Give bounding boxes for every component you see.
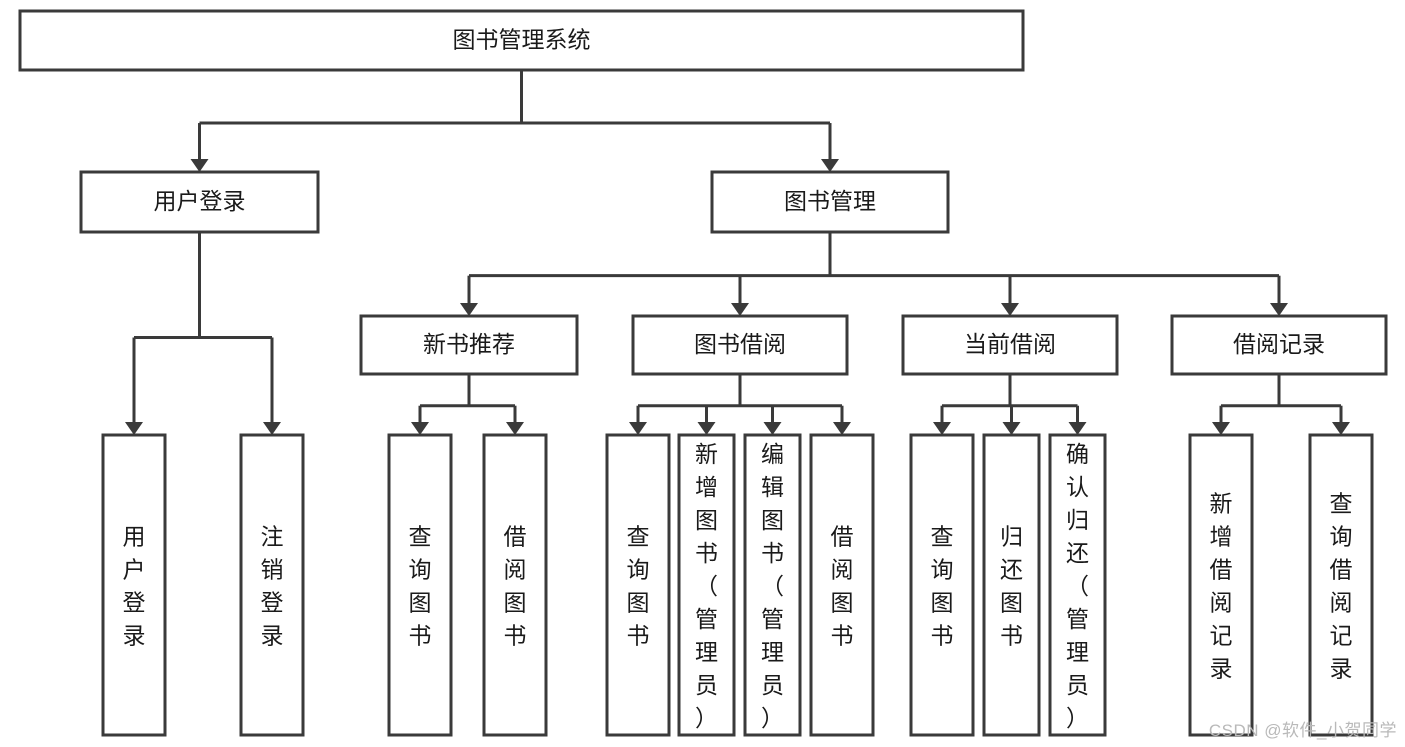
node-leaf-add-book[interactable]: 新增图书（管理员）: [677, 433, 736, 737]
node-label: 确认归还（管理员）: [1066, 441, 1089, 731]
arrow-head-icon: [833, 422, 851, 435]
node-box[interactable]: [631, 314, 849, 376]
arrow-head-icon: [697, 422, 716, 435]
node-box[interactable]: [743, 433, 802, 737]
connector-group: [933, 374, 1087, 435]
node-leaf-borrow-book-2[interactable]: 借阅图书: [809, 433, 875, 737]
connector-group: [1212, 374, 1350, 435]
node-box[interactable]: [1048, 433, 1107, 737]
node-root[interactable]: 图书管理系统: [18, 9, 1025, 72]
node-box[interactable]: [387, 433, 453, 737]
node-label: 编辑图书（管理员）: [761, 441, 784, 731]
node-label: 图书管理: [784, 188, 876, 214]
arrow-head-icon: [263, 422, 281, 435]
arrow-head-icon: [629, 422, 647, 435]
arrow-head-icon: [1332, 422, 1350, 435]
node-label: 注销登录: [261, 524, 284, 649]
node-box[interactable]: [1188, 433, 1254, 737]
node-box[interactable]: [101, 433, 167, 737]
node-leaf-edit-book[interactable]: 编辑图书（管理员）: [743, 433, 802, 737]
arrow-head-icon: [1002, 422, 1021, 435]
node-l2-user-login[interactable]: 用户登录: [79, 170, 320, 234]
node-leaf-logout[interactable]: 注销登录: [239, 433, 305, 737]
node-box[interactable]: [239, 433, 305, 737]
csdn-watermark: CSDN @软件_小贺同学: [1208, 721, 1397, 740]
node-box[interactable]: [809, 433, 875, 737]
node-label: 借阅记录: [1233, 331, 1325, 357]
node-label: 新增借阅记录: [1210, 491, 1233, 682]
node-l3-new-book-rec[interactable]: 新书推荐: [359, 314, 579, 376]
connector-group: [411, 374, 524, 435]
node-label: 用户登录: [123, 524, 146, 649]
connector-group: [460, 232, 1288, 316]
arrow-head-icon: [933, 422, 951, 435]
node-label: 新增图书（管理员）: [695, 441, 718, 731]
node-leaf-confirm-return[interactable]: 确认归还（管理员）: [1048, 433, 1107, 737]
node-label: 用户登录: [154, 188, 246, 214]
node-box[interactable]: [1170, 314, 1388, 376]
node-leaf-query-book-1[interactable]: 查询图书: [387, 433, 453, 737]
node-l3-current-borrow[interactable]: 当前借阅: [901, 314, 1119, 376]
node-box[interactable]: [901, 314, 1119, 376]
connector-layer: [125, 70, 1350, 435]
node-box[interactable]: [605, 433, 671, 737]
node-leaf-query-book-2[interactable]: 查询图书: [605, 433, 671, 737]
node-label: 当前借阅: [964, 331, 1056, 357]
node-box[interactable]: [982, 433, 1041, 737]
node-l2-book-mgmt[interactable]: 图书管理: [710, 170, 950, 234]
node-label: 图书借阅: [694, 331, 786, 357]
connector-group: [125, 232, 281, 435]
node-label: 查询图书: [409, 524, 432, 649]
node-leaf-user-login[interactable]: 用户登录: [101, 433, 167, 737]
node-box[interactable]: [18, 9, 1025, 72]
node-leaf-query-record[interactable]: 查询借阅记录: [1308, 433, 1374, 737]
connector-group: [190, 70, 839, 172]
node-label: 借阅图书: [831, 524, 854, 649]
node-leaf-return-book[interactable]: 归还图书: [982, 433, 1041, 737]
node-label: 借阅图书: [504, 524, 527, 649]
node-box[interactable]: [1308, 433, 1374, 737]
arrow-head-icon: [411, 422, 429, 435]
arrow-head-icon: [460, 303, 478, 316]
node-leaf-add-record[interactable]: 新增借阅记录: [1188, 433, 1254, 737]
node-box[interactable]: [909, 433, 975, 737]
arrow-head-icon: [125, 422, 143, 435]
arrow-head-icon: [190, 159, 209, 172]
node-label: 图书管理系统: [453, 27, 591, 53]
node-label: 新书推荐: [423, 331, 515, 357]
arrow-head-icon: [506, 422, 524, 435]
node-leaf-query-book-3[interactable]: 查询图书: [909, 433, 975, 737]
node-layer: 图书管理系统用户登录图书管理新书推荐图书借阅当前借阅借阅记录用户登录注销登录查询…: [18, 9, 1388, 737]
node-leaf-borrow-book-1[interactable]: 借阅图书: [482, 433, 548, 737]
node-label: 查询借阅记录: [1330, 491, 1353, 682]
node-box[interactable]: [359, 314, 579, 376]
connector-group: [629, 374, 851, 435]
arrow-head-icon: [731, 303, 749, 316]
arrow-head-icon: [821, 159, 839, 172]
node-box[interactable]: [79, 170, 320, 234]
node-label: 查询图书: [931, 524, 954, 649]
node-l3-borrow-record[interactable]: 借阅记录: [1170, 314, 1388, 376]
arrow-head-icon: [1270, 303, 1288, 316]
node-label: 归还图书: [1000, 524, 1023, 649]
arrow-head-icon: [763, 422, 782, 435]
node-box[interactable]: [482, 433, 548, 737]
arrow-head-icon: [1212, 422, 1230, 435]
node-box[interactable]: [710, 170, 950, 234]
arrow-head-icon: [1001, 303, 1019, 316]
arrow-head-icon: [1068, 422, 1087, 435]
node-box[interactable]: [677, 433, 736, 737]
node-l3-book-borrow[interactable]: 图书借阅: [631, 314, 849, 376]
node-label: 查询图书: [627, 524, 650, 649]
